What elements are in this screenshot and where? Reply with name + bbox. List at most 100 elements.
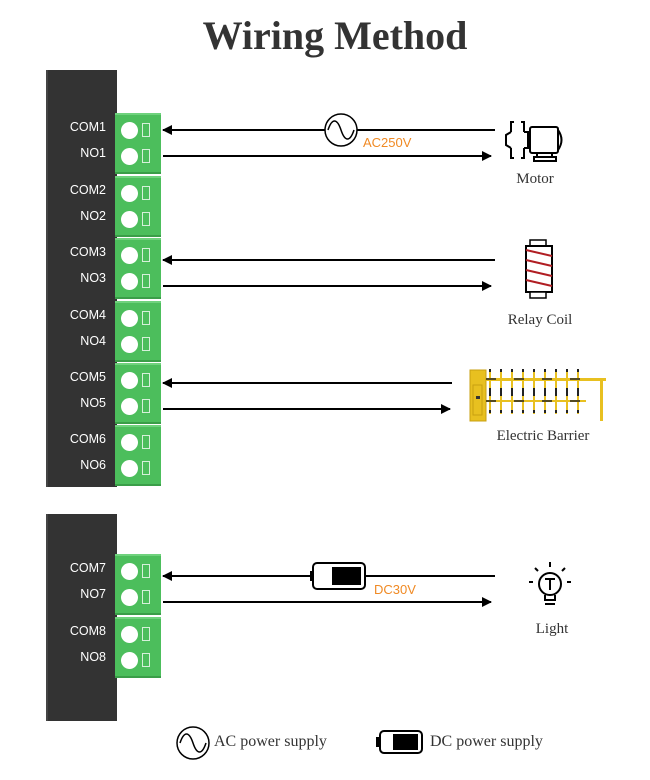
terminal-screw[interactable] xyxy=(121,460,138,477)
pin-label-no1: NO1 xyxy=(80,146,106,160)
wire-slot[interactable] xyxy=(142,627,150,641)
barrier-picket-mark xyxy=(500,410,502,413)
barrier-picket-mark xyxy=(522,410,524,413)
barrier-picket-mark xyxy=(489,410,491,413)
pin-label-no8: NO8 xyxy=(80,650,106,664)
wire-slot[interactable] xyxy=(142,461,150,475)
relay-board-2 xyxy=(46,514,117,721)
terminal-screw[interactable] xyxy=(121,211,138,228)
wire-slot[interactable] xyxy=(142,653,150,667)
barrier-picket-mark xyxy=(566,388,568,396)
device-label-light: Light xyxy=(535,621,569,637)
pin-label-no2: NO2 xyxy=(80,209,106,223)
pin-label-com7: COM7 xyxy=(69,561,106,575)
barrier-picket-mark xyxy=(544,410,546,413)
legend-ac-sine-icon xyxy=(176,726,210,760)
barrier-picket-mark xyxy=(544,388,546,396)
wire-slot[interactable] xyxy=(142,123,150,137)
relay-coil-icon xyxy=(525,239,553,299)
barrier-picket-mark xyxy=(500,388,502,396)
wire-slot[interactable] xyxy=(142,590,150,604)
light-bulb-icon xyxy=(529,562,571,605)
dc-battery-icon xyxy=(310,562,366,590)
terminal-screw[interactable] xyxy=(121,122,138,139)
pin-label-com6: COM6 xyxy=(69,432,106,446)
barrier-picket-mark xyxy=(566,410,568,413)
barrier-picket-mark xyxy=(533,388,535,396)
device-label-motor: Motor xyxy=(516,171,554,187)
device-label-relay-coil: Relay Coil xyxy=(507,312,573,328)
barrier-picket-mark xyxy=(555,410,557,413)
barrier-picket-mark xyxy=(511,369,513,372)
wire-slot[interactable] xyxy=(142,274,150,288)
barrier-picket-mark xyxy=(555,388,557,396)
barrier-picket-mark xyxy=(522,388,524,396)
terminal-screw[interactable] xyxy=(121,626,138,643)
barrier-picket-mark xyxy=(555,369,557,372)
barrier-picket-mark xyxy=(544,369,546,372)
terminal-block xyxy=(115,113,161,174)
wire-slot[interactable] xyxy=(142,337,150,351)
wire-slot[interactable] xyxy=(142,212,150,226)
barrier-picket-mark xyxy=(500,369,502,372)
legend-dc-label: DC power supply xyxy=(430,733,543,750)
barrier-picket-mark xyxy=(533,410,535,413)
pin-label-com4: COM4 xyxy=(69,308,106,322)
voltage-label-dc: DC30V xyxy=(374,582,416,597)
pin-label-com8: COM8 xyxy=(69,624,106,638)
wire-slot[interactable] xyxy=(142,311,150,325)
pin-label-no4: NO4 xyxy=(80,334,106,348)
barrier-picket-mark xyxy=(533,369,535,372)
pin-label-com1: COM1 xyxy=(69,120,106,134)
wire-slot[interactable] xyxy=(142,248,150,262)
device-label-electric-barrier: Electric Barrier xyxy=(496,428,590,444)
terminal-block xyxy=(115,425,161,486)
wire-slot[interactable] xyxy=(142,435,150,449)
legend-dc-battery-icon xyxy=(376,730,423,754)
terminal-screw[interactable] xyxy=(121,652,138,669)
pin-label-no5: NO5 xyxy=(80,396,106,410)
barrier-picket-mark xyxy=(511,388,513,396)
electric-barrier-icon xyxy=(469,369,606,422)
wire-slot[interactable] xyxy=(142,149,150,163)
wire-slot[interactable] xyxy=(142,399,150,413)
barrier-picket-mark xyxy=(577,388,579,396)
terminal-screw[interactable] xyxy=(121,336,138,353)
barrier-picket-mark xyxy=(566,369,568,372)
terminal-screw[interactable] xyxy=(121,372,138,389)
terminal-screw[interactable] xyxy=(121,247,138,264)
barrier-picket-mark xyxy=(489,388,491,396)
pin-label-no3: NO3 xyxy=(80,271,106,285)
terminal-block xyxy=(115,301,161,362)
barrier-picket-mark xyxy=(577,410,579,413)
pin-label-no7: NO7 xyxy=(80,587,106,601)
wire-slot[interactable] xyxy=(142,564,150,578)
terminal-screw[interactable] xyxy=(121,185,138,202)
terminal-screw[interactable] xyxy=(121,563,138,580)
terminal-screw[interactable] xyxy=(121,273,138,290)
terminal-screw[interactable] xyxy=(121,434,138,451)
wire-slot[interactable] xyxy=(142,373,150,387)
terminal-screw[interactable] xyxy=(121,589,138,606)
page-title: Wiring Method xyxy=(202,13,468,58)
terminal-screw[interactable] xyxy=(121,398,138,415)
barrier-picket-mark xyxy=(511,410,513,413)
pin-label-com5: COM5 xyxy=(69,370,106,384)
barrier-picket-mark xyxy=(522,369,524,372)
barrier-picket-mark xyxy=(489,369,491,372)
terminal-screw[interactable] xyxy=(121,310,138,327)
barrier-picket-mark xyxy=(577,369,579,372)
relay-board-1 xyxy=(46,70,117,487)
terminal-block xyxy=(115,554,161,615)
pin-label-com2: COM2 xyxy=(69,183,106,197)
terminal-block xyxy=(115,363,161,424)
pin-label-no6: NO6 xyxy=(80,458,106,472)
ac-sine-icon xyxy=(324,113,358,147)
voltage-label-ac: AC250V xyxy=(363,135,412,150)
terminal-block xyxy=(115,238,161,299)
terminal-screw[interactable] xyxy=(121,148,138,165)
wire-slot[interactable] xyxy=(142,186,150,200)
pin-label-com3: COM3 xyxy=(69,245,106,259)
legend-ac-label: AC power supply xyxy=(214,733,327,750)
